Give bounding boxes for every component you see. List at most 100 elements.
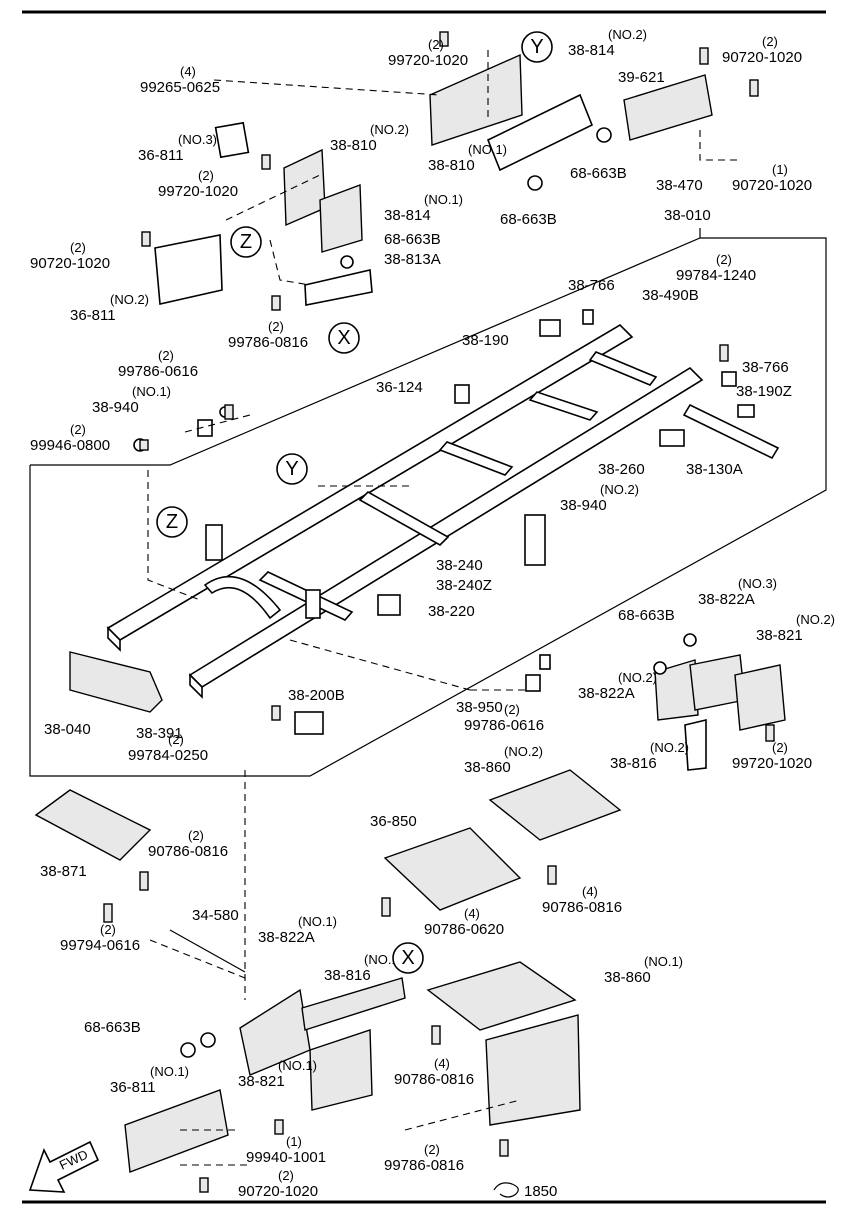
part-label-l36: 38-220 bbox=[428, 603, 475, 620]
part-qty-l64: (1) bbox=[286, 1134, 302, 1149]
part-label-l47: 38-816 bbox=[610, 755, 657, 772]
part-qty-l29: (NO.1) bbox=[132, 384, 171, 399]
part-label-l16: 68-663B bbox=[384, 231, 441, 248]
part-qty-l6: (NO.2) bbox=[370, 122, 409, 137]
part-label-l14: 38-814 bbox=[384, 207, 431, 224]
part-label-l32: 38-130A bbox=[686, 461, 743, 478]
ref-letter-rZ1: Z bbox=[240, 231, 252, 253]
part-label-l29: 38-940 bbox=[92, 399, 139, 416]
part-qty-l66: (2) bbox=[278, 1168, 294, 1183]
part-labels: (2)99720-1020(NO.2)38-814(2)90720-1020(4… bbox=[30, 27, 835, 1200]
part-label-l60: 68-663B bbox=[84, 1019, 141, 1036]
part-label-l34: 38-240 bbox=[436, 557, 483, 574]
bolts bbox=[103, 31, 775, 1193]
part-label-l42: 99786-0616 bbox=[464, 717, 544, 734]
part-label-l28: 36-124 bbox=[376, 379, 423, 396]
front-bracket bbox=[69, 651, 163, 713]
part-qty-l7: (2) bbox=[198, 168, 214, 183]
part-qty-l5: (NO.3) bbox=[178, 132, 217, 147]
part-qty-l14: (NO.1) bbox=[424, 192, 463, 207]
ref-circle-rZ1 bbox=[230, 226, 262, 258]
part-label-l41: 38-950 bbox=[456, 699, 503, 716]
ref-circle-rX1 bbox=[328, 322, 360, 354]
part-qty-l63: (NO.1) bbox=[150, 1064, 189, 1079]
part-label-l6: 38-810 bbox=[330, 137, 377, 154]
ref-circle-rX2 bbox=[392, 942, 424, 974]
part-label-l35: 38-240Z bbox=[436, 577, 492, 594]
part-qty-l4: (4) bbox=[180, 64, 196, 79]
part-qty-l53: (4) bbox=[582, 884, 598, 899]
part-label-l27: 38-190Z bbox=[736, 383, 792, 400]
part-qty-l3: (2) bbox=[762, 34, 778, 49]
part-label-l13: 68-663B bbox=[500, 211, 557, 228]
part-label-l18: 90720-1020 bbox=[30, 255, 110, 272]
part-label-l53: 90786-0816 bbox=[542, 899, 622, 916]
ref-circle-rZ2 bbox=[156, 506, 188, 538]
part-label-l64: 99940-1001 bbox=[246, 1149, 326, 1166]
part-label-l43: 38-040 bbox=[44, 721, 91, 738]
part-label-l8: 39-621 bbox=[618, 69, 665, 86]
part-label-l7: 99720-1020 bbox=[158, 183, 238, 200]
ref-circle-rY1 bbox=[521, 31, 553, 63]
page-ref-number: 1850 bbox=[524, 1183, 557, 1200]
part-label-l63: 36-811 bbox=[110, 1079, 156, 1096]
page-reference: 1850 bbox=[493, 1182, 557, 1200]
part-label-l56: 99794-0616 bbox=[60, 937, 140, 954]
ref-letter-rY1: Y bbox=[530, 36, 543, 58]
part-label-l38: 68-663B bbox=[618, 607, 675, 624]
part-label-l30: 99946-0800 bbox=[30, 437, 110, 454]
ref-letter-rX2: X bbox=[401, 947, 414, 969]
part-label-l50: 36-850 bbox=[370, 813, 417, 830]
ref-circle-rY2 bbox=[276, 453, 308, 485]
part-label-l20: 38-766 bbox=[568, 277, 615, 294]
part-label-l46: 99784-0250 bbox=[128, 747, 208, 764]
part-label-l9: 68-663B bbox=[570, 165, 627, 182]
part-label-l57: 38-822A bbox=[258, 929, 315, 946]
part-label-l5: 36-811 bbox=[138, 147, 184, 164]
part-label-l1: 99720-1020 bbox=[388, 52, 468, 69]
upper-brackets bbox=[154, 53, 713, 306]
assembly-lines bbox=[147, 50, 740, 1166]
part-qty-l61: (NO.1) bbox=[278, 1058, 317, 1073]
part-qty-l11: (1) bbox=[772, 162, 788, 177]
part-qty-l42: (2) bbox=[504, 702, 520, 717]
part-label-l54: 90786-0620 bbox=[424, 921, 504, 938]
part-label-l12: 38-810 bbox=[428, 157, 475, 174]
part-qty-l12: (NO.1) bbox=[468, 142, 507, 157]
part-label-l65: 99786-0816 bbox=[384, 1157, 464, 1174]
part-label-l25: 38-766 bbox=[742, 359, 789, 376]
part-label-l2: 38-814 bbox=[568, 42, 615, 59]
part-qty-l49: (NO.2) bbox=[504, 744, 543, 759]
part-label-l24: 38-190 bbox=[462, 332, 509, 349]
part-label-l23: 99786-0816 bbox=[228, 334, 308, 351]
part-label-l51: 90786-0816 bbox=[148, 843, 228, 860]
part-label-l22: 36-811 bbox=[70, 307, 116, 324]
part-qty-l40: (NO.2) bbox=[618, 670, 657, 685]
part-label-l21: 38-490B bbox=[642, 287, 699, 304]
part-qty-l33: (NO.2) bbox=[600, 482, 639, 497]
part-qty-l23: (2) bbox=[268, 319, 284, 334]
ref-letter-rX1: X bbox=[337, 327, 350, 349]
part-label-l15: 38-010 bbox=[664, 207, 711, 224]
part-label-l39: 38-821 bbox=[756, 627, 803, 644]
part-qty-l65: (2) bbox=[424, 1142, 440, 1157]
part-label-l19: 99784-1240 bbox=[676, 267, 756, 284]
part-label-l37: 38-822A bbox=[698, 591, 755, 608]
part-qty-l22: (NO.2) bbox=[110, 292, 149, 307]
part-label-l40: 38-822A bbox=[578, 685, 635, 702]
part-qty-l30: (2) bbox=[70, 422, 86, 437]
chassis-frame bbox=[106, 309, 780, 735]
part-qty-l51: (2) bbox=[188, 828, 204, 843]
frame-group-outline bbox=[29, 237, 827, 777]
part-qty-l56: (2) bbox=[100, 922, 116, 937]
part-label-l44: 38-391 bbox=[136, 725, 183, 742]
part-qty-l47: (NO.2) bbox=[650, 740, 689, 755]
lower-parts bbox=[34, 633, 786, 1173]
part-qty-l1: (2) bbox=[428, 37, 444, 52]
part-qty-l59: (NO.1) bbox=[644, 954, 683, 969]
part-label-l10: 38-470 bbox=[656, 177, 703, 194]
part-label-l62: 90786-0816 bbox=[394, 1071, 474, 1088]
part-label-l31: 38-260 bbox=[598, 461, 645, 478]
